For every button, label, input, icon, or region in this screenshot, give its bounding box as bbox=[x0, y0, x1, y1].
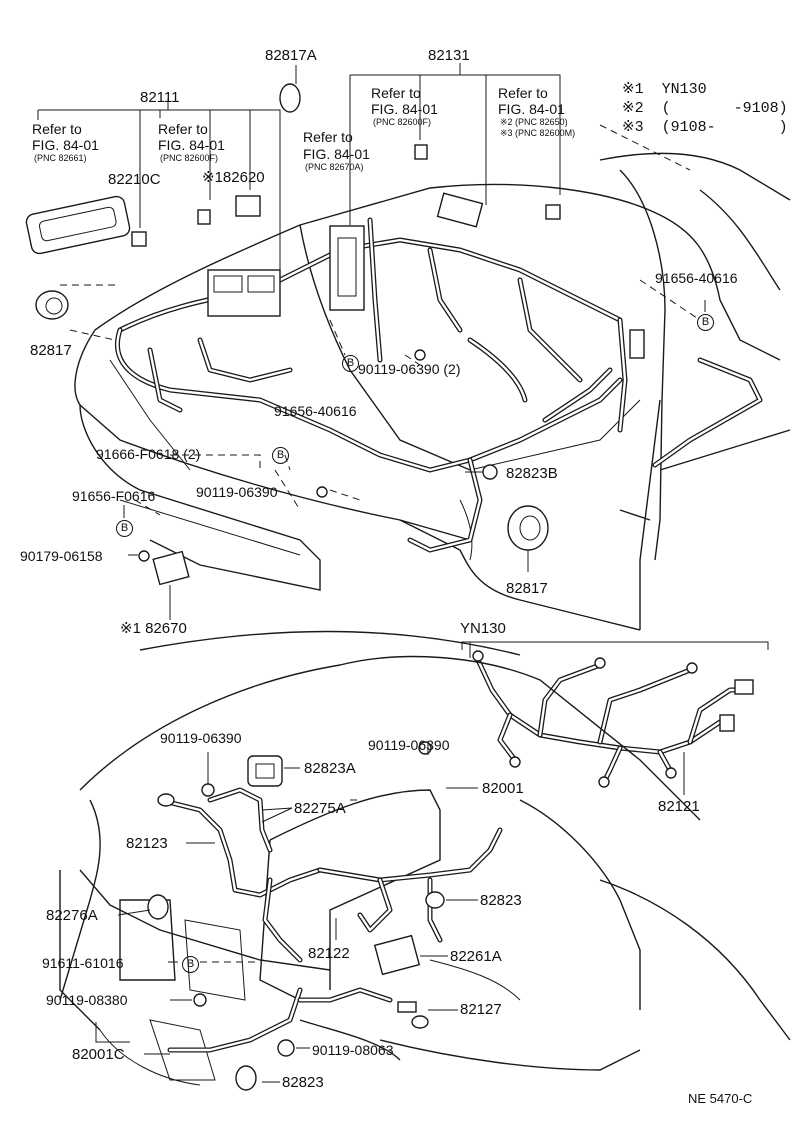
label-90119-06390-bottom-left: 90119-06390 bbox=[160, 730, 242, 746]
refer-3-line3: (PNC 82670A) bbox=[305, 162, 364, 172]
label-82001: 82001 bbox=[482, 780, 524, 797]
circle-b-91666: B bbox=[272, 446, 289, 464]
trunk-harness-82111 bbox=[114, 217, 628, 553]
label-90119-08380: 90119-08380 bbox=[46, 992, 128, 1008]
label-82210C: 82210C bbox=[108, 171, 161, 188]
refer-2-line2: FIG. 84-01 bbox=[158, 137, 225, 153]
label-82122: 82122 bbox=[308, 945, 350, 962]
refer-5-line3: ※2 (PNC 82650) bbox=[500, 117, 568, 127]
top-leader-lines bbox=[37, 63, 706, 620]
label-82121: 82121 bbox=[658, 798, 700, 815]
label-82261A: 82261A bbox=[450, 948, 502, 965]
label-82276A: 82276A bbox=[46, 907, 98, 924]
label-91656-40616-mid: 91656-40616 bbox=[274, 403, 357, 419]
figure-code: NE 5470-C bbox=[688, 1091, 753, 1106]
circle-b-mid: B bbox=[342, 354, 359, 372]
refer-3-line1: Refer to bbox=[303, 129, 353, 145]
refer-1-line2: FIG. 84-01 bbox=[32, 137, 99, 153]
front-body-outline bbox=[59, 630, 791, 1086]
circle-b-91656-F0616: B bbox=[116, 519, 133, 537]
label-90119-08063: 90119-08063 bbox=[312, 1042, 394, 1058]
circle-b-bottom: B bbox=[182, 955, 199, 973]
label-91611-61016: 91611-61016 bbox=[42, 955, 124, 971]
label-82823-right: 82823 bbox=[480, 892, 522, 909]
label-90179-06158: 90179-06158 bbox=[20, 548, 103, 564]
label-82823-bottom: 82823 bbox=[282, 1074, 324, 1091]
legend-row-2: ※2 ( -9108) bbox=[622, 100, 788, 117]
engine-harness-82122 bbox=[157, 787, 503, 1053]
refer-1-line3: (PNC 82661) bbox=[34, 153, 87, 163]
yn130-harness-82121 bbox=[461, 641, 769, 795]
legend-row-1: ※1 YN130 bbox=[622, 81, 707, 98]
label-82001C: 82001C bbox=[72, 1046, 125, 1063]
refer-4-line1: Refer to bbox=[371, 85, 421, 101]
label-82817-left: 82817 bbox=[30, 342, 72, 359]
refer-4-line2: FIG. 84-01 bbox=[371, 101, 438, 117]
refer-4-line3: (PNC 82600F) bbox=[373, 117, 432, 127]
refer-1-line1: Refer to bbox=[32, 121, 82, 137]
yn130-title: YN130 bbox=[460, 620, 506, 637]
label-90119-06390-a: 90119-06390 bbox=[196, 484, 278, 500]
label-90119-06390-bottom-right: 90119-06390 bbox=[368, 737, 450, 753]
bottom-parts bbox=[147, 741, 445, 1091]
label-82817-right: 82817 bbox=[506, 580, 548, 597]
circle-b-right: B bbox=[697, 313, 714, 331]
tail-harness bbox=[652, 357, 763, 468]
label-82111: 82111 bbox=[140, 89, 180, 106]
refer-2-line3: (PNC 82600F) bbox=[160, 153, 219, 163]
label-82817A: 82817A bbox=[265, 47, 317, 64]
bottom-leader-lines bbox=[95, 742, 478, 1083]
label-82823A: 82823A bbox=[304, 760, 356, 777]
rear-body-outline bbox=[74, 152, 791, 631]
label-82670: ※1 82670 bbox=[120, 620, 187, 637]
label-91656-F0616: 91656-F0616 bbox=[72, 488, 156, 504]
legend-row-3: ※3 (9108- ) bbox=[622, 119, 788, 136]
refer-5-line4: ※3 (PNC 82600M) bbox=[500, 128, 576, 138]
label-82823B: 82823B bbox=[506, 465, 558, 482]
label-90119-06390-2: 90119-06390 (2) bbox=[358, 361, 461, 377]
top-parts bbox=[25, 83, 645, 586]
label-182620: ※182620 bbox=[202, 169, 265, 186]
label-82131: 82131 bbox=[428, 47, 470, 64]
refer-2-line1: Refer to bbox=[158, 121, 208, 137]
refer-5-line2: FIG. 84-01 bbox=[498, 101, 565, 117]
label-91656-40616-right: 91656-40616 bbox=[655, 270, 738, 286]
refer-5-line1: Refer to bbox=[498, 85, 548, 101]
refer-3-line2: FIG. 84-01 bbox=[303, 146, 370, 162]
label-91666-F0618: 91666-F0618 (2) bbox=[96, 446, 201, 462]
label-82127: 82127 bbox=[460, 1001, 502, 1018]
label-82123: 82123 bbox=[126, 835, 168, 852]
label-82275A: 82275A bbox=[294, 800, 346, 817]
